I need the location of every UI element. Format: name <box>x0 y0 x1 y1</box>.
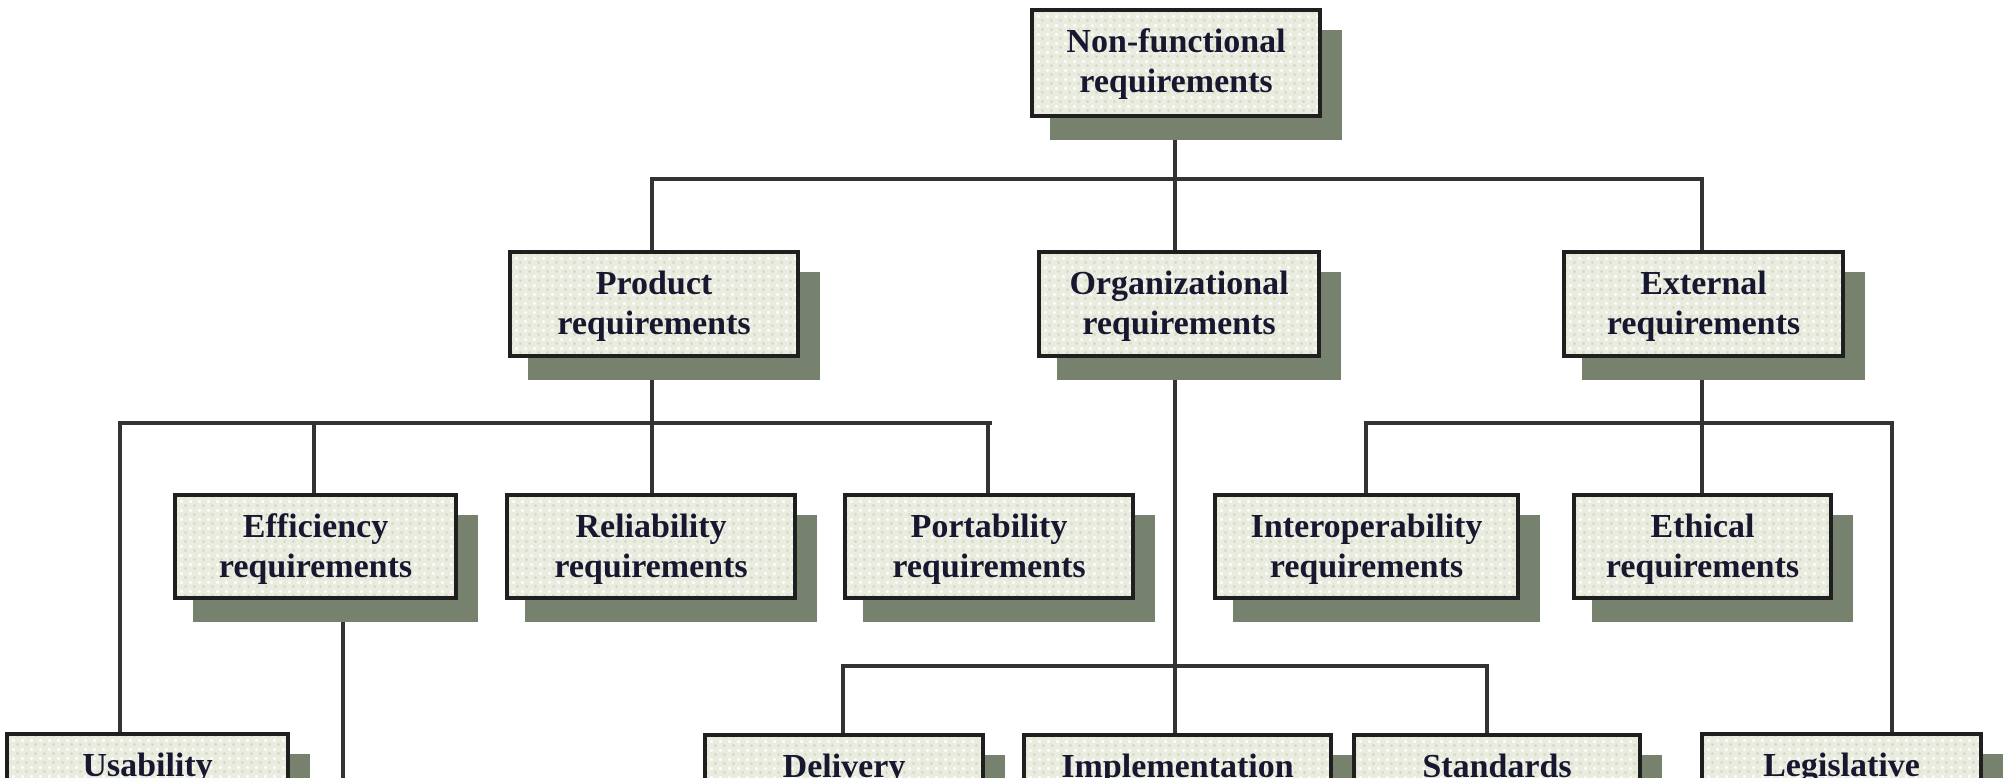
node-portability-requirements: Portability requirements <box>843 493 1135 600</box>
node-legislative-requirements: Legislative <box>1700 732 1983 778</box>
connector-root-stem <box>1173 116 1177 250</box>
connector-efficiency-drop <box>312 421 316 493</box>
connector-delivery-drop <box>841 664 845 733</box>
node-organizational-requirements: Organizational requirements <box>1037 250 1321 358</box>
connector-level1-horizontal <box>650 177 1704 181</box>
connector-organizational-horizontal <box>841 664 1489 668</box>
node-efficiency-requirements: Efficiency requirements <box>173 493 458 600</box>
node-implementation-requirements: Implementation <box>1022 733 1333 778</box>
node-external-requirements: External requirements <box>1562 250 1845 358</box>
node-usability-requirements: Usability <box>5 732 290 778</box>
connector-portability-drop <box>986 421 990 493</box>
connector-external-horizontal <box>1364 421 1894 425</box>
connector-efficiency-children-stem <box>341 598 345 778</box>
node-delivery-requirements: Delivery <box>703 733 985 778</box>
node-non-functional-requirements: Non-functional requirements <box>1030 8 1322 118</box>
connector-organizational-stem <box>1173 356 1177 733</box>
node-ethical-requirements: Ethical requirements <box>1572 493 1833 600</box>
connector-interoperability-drop <box>1364 421 1368 493</box>
node-reliability-requirements: Reliability requirements <box>505 493 797 600</box>
connector-usability-drop <box>118 421 122 732</box>
node-standards-requirements: Standards <box>1352 733 1642 778</box>
connector-product-horizontal <box>118 421 992 425</box>
node-interoperability-requirements: Interoperability requirements <box>1213 493 1520 600</box>
connector-product-drop <box>650 177 654 250</box>
connector-external-drop <box>1700 177 1704 250</box>
connector-legislative-drop <box>1890 421 1894 732</box>
connector-standards-drop <box>1485 664 1489 733</box>
node-product-requirements: Product requirements <box>508 250 800 358</box>
